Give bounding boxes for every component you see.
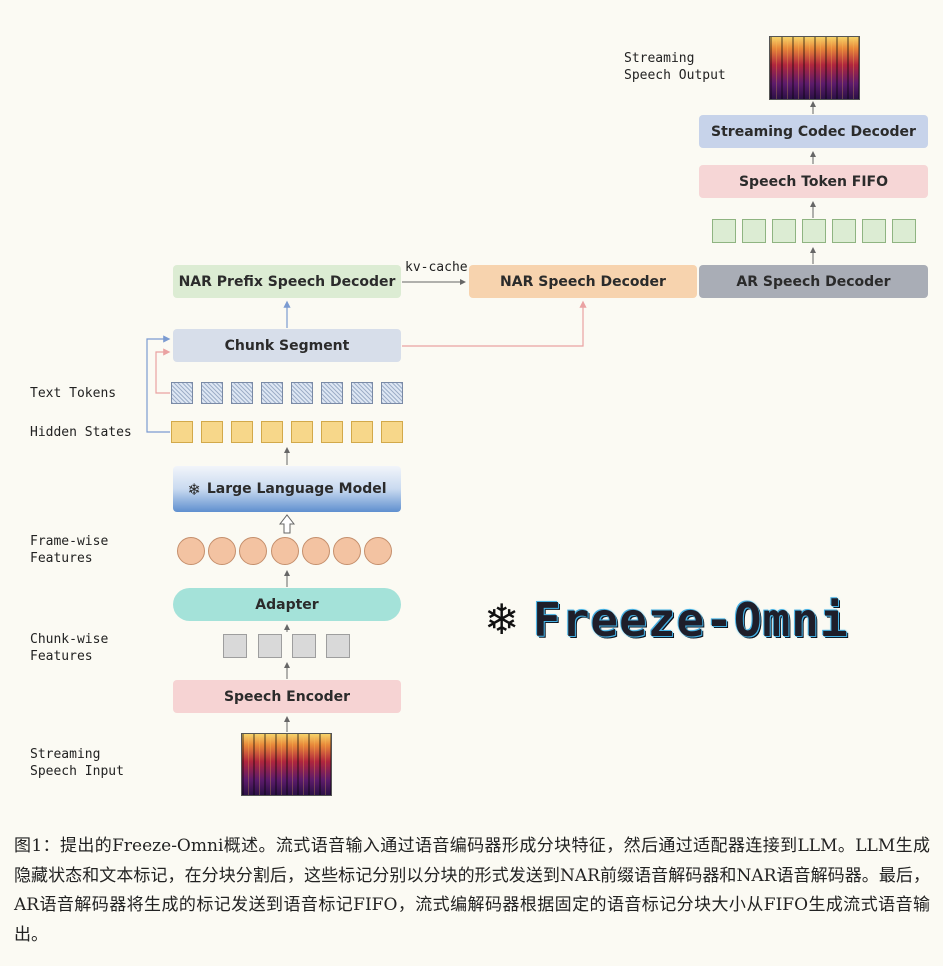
text-token — [261, 382, 283, 404]
hidden-state — [261, 421, 283, 443]
ar-token — [772, 219, 796, 243]
chunk-feature — [292, 634, 316, 658]
hidden-state — [381, 421, 403, 443]
chunk-feature — [258, 634, 282, 658]
frame-feature — [271, 537, 299, 565]
text-token — [351, 382, 373, 404]
hidden-state — [321, 421, 343, 443]
frame-feature — [302, 537, 330, 565]
streaming-codec-decoder-box: Streaming Codec Decoder — [699, 115, 928, 148]
speech-encoder-box: Speech Encoder — [173, 680, 401, 713]
text-token — [201, 382, 223, 404]
hidden-state — [351, 421, 373, 443]
streaming-speech-input-label: Streaming Speech Input — [30, 747, 124, 779]
ar-token — [892, 219, 916, 243]
kv-cache-label: kv-cache — [405, 260, 468, 275]
hidden-state — [201, 421, 223, 443]
frame-feature — [333, 537, 361, 565]
text-token — [231, 382, 253, 404]
text-token — [381, 382, 403, 404]
nar-speech-decoder-box: NAR Speech Decoder — [469, 265, 697, 298]
frame-wise-features-label: Frame-wise Features — [30, 534, 109, 566]
connectors — [146, 101, 816, 732]
snowflake-icon: ❄ — [187, 479, 201, 499]
arrow-frames-to-llm — [278, 514, 296, 534]
chunk-feature — [223, 634, 247, 658]
adapter-box: Adapter — [173, 588, 401, 621]
hidden-state — [171, 421, 193, 443]
ar-token — [802, 219, 826, 243]
ar-token — [712, 219, 736, 243]
arrow-hidden-to-chunk — [146, 335, 171, 433]
hidden-states-label: Hidden States — [30, 425, 132, 440]
frame-feature — [239, 537, 267, 565]
large-language-model-box: ❄ Large Language Model — [173, 466, 401, 512]
speech-token-fifo-box: Speech Token FIFO — [699, 165, 928, 198]
nar-prefix-speech-decoder-box: NAR Prefix Speech Decoder — [173, 265, 401, 298]
ar-token — [832, 219, 856, 243]
input-spectrogram — [241, 733, 332, 796]
text-token — [171, 382, 193, 404]
text-token — [321, 382, 343, 404]
text-tokens-label: Text Tokens — [30, 386, 117, 401]
text-token — [291, 382, 313, 404]
frame-feature — [177, 537, 205, 565]
freeze-omni-logo: Freeze-Omni — [533, 593, 849, 647]
figure-caption: 图1：提出的Freeze-Omni概述。流式语音输入通过语音编码器形成分块特征，… — [14, 836, 930, 945]
chunk-feature — [326, 634, 350, 658]
arrow-text-to-chunk — [155, 348, 171, 394]
ar-token — [742, 219, 766, 243]
llm-label: Large Language Model — [206, 481, 387, 497]
frame-feature — [364, 537, 392, 565]
snowflake-icon: ❄ — [484, 595, 520, 644]
chunk-wise-features-label: Chunk-wise Features — [30, 632, 109, 664]
arrow-chunk-to-nar — [402, 300, 587, 347]
output-spectrogram — [769, 36, 860, 100]
streaming-speech-output-label: Streaming Speech Output — [624, 51, 726, 83]
ar-speech-decoder-box: AR Speech Decoder — [699, 265, 928, 298]
hidden-state — [231, 421, 253, 443]
frame-feature — [208, 537, 236, 565]
hidden-state — [291, 421, 313, 443]
ar-token — [862, 219, 886, 243]
chunk-segment-box: Chunk Segment — [173, 329, 401, 362]
